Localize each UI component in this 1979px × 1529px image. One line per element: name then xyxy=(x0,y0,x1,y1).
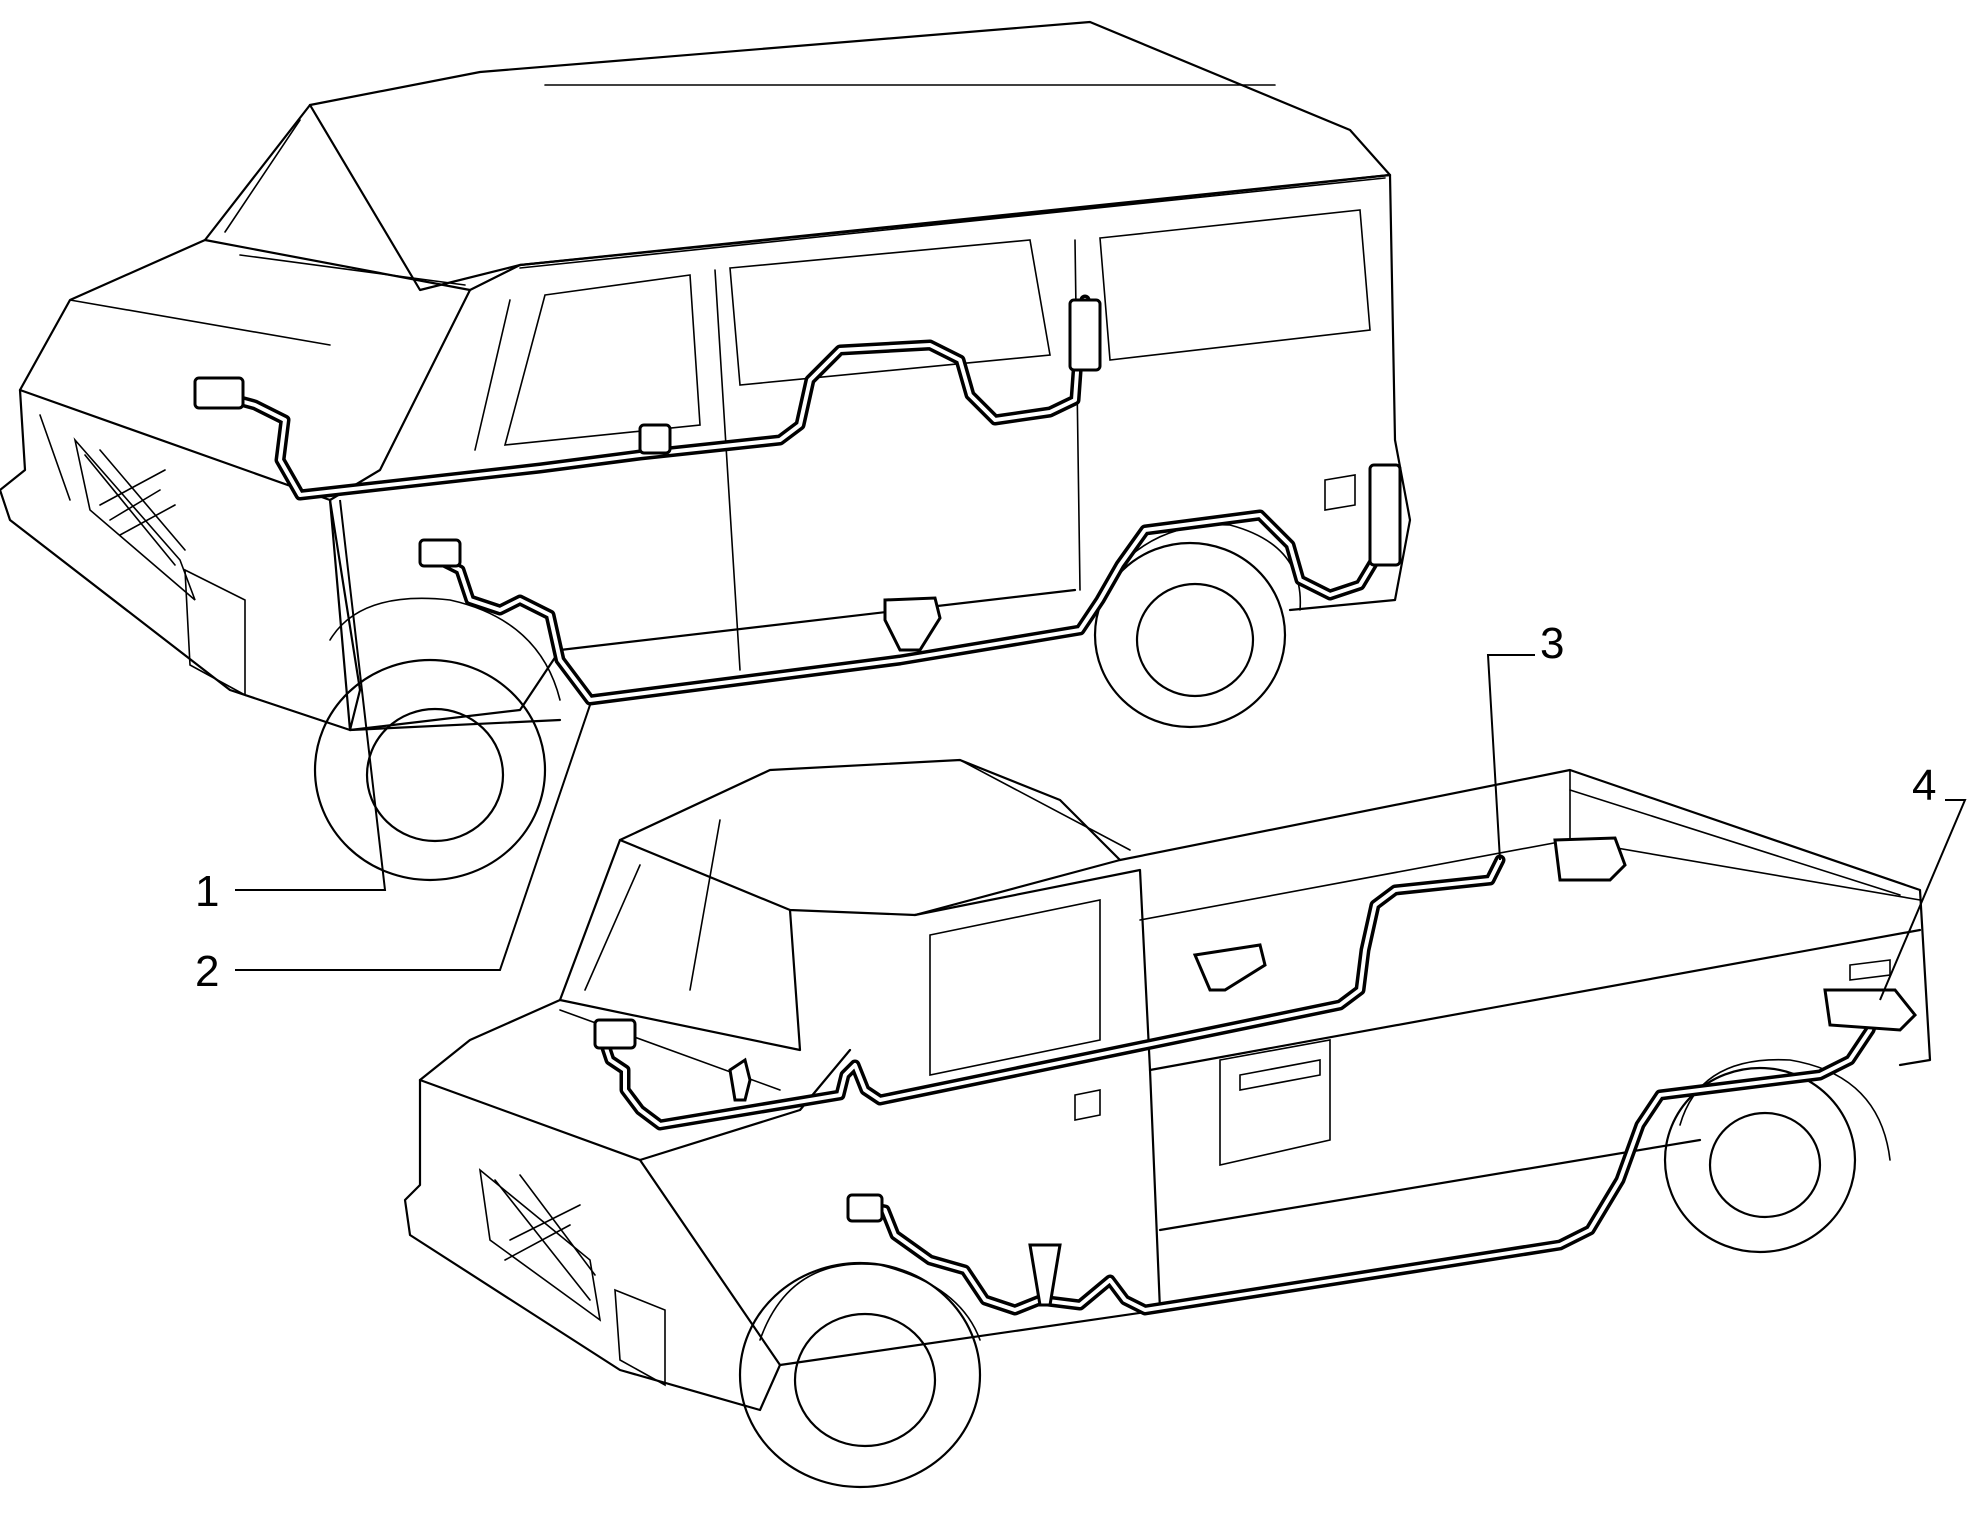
connector-icon xyxy=(883,596,942,652)
callout-1-label: 1 xyxy=(195,867,219,916)
callout-3: 3 xyxy=(1486,619,1564,861)
van-harness-lower xyxy=(418,463,1402,706)
connector-icon xyxy=(1028,1243,1062,1307)
van-body xyxy=(0,20,1412,882)
connector-icon xyxy=(728,1057,752,1102)
connector-icon xyxy=(418,538,462,568)
pickup-harness-upper xyxy=(593,836,1627,1131)
connector-icon xyxy=(1368,463,1402,567)
connector-icon xyxy=(1553,836,1627,882)
connector-icon xyxy=(1192,943,1267,992)
callout-4-label: 4 xyxy=(1912,761,1936,810)
callout-2-label: 2 xyxy=(195,947,219,996)
van-harness-upper xyxy=(193,294,1102,501)
callout-1: 1 xyxy=(195,499,387,916)
callout-4: 4 xyxy=(1879,761,1967,1001)
connector-icon xyxy=(846,1193,884,1223)
pickup-body xyxy=(403,758,1932,1489)
connector-icon xyxy=(1823,988,1918,1032)
connector-icon xyxy=(638,423,672,455)
callout-3-label: 3 xyxy=(1540,619,1564,668)
connector-icon xyxy=(193,376,245,410)
callout-2: 2 xyxy=(195,704,591,996)
connector-icon xyxy=(593,1018,637,1050)
pickup-harness-lower xyxy=(846,988,1918,1316)
connector-icon xyxy=(1068,298,1102,372)
